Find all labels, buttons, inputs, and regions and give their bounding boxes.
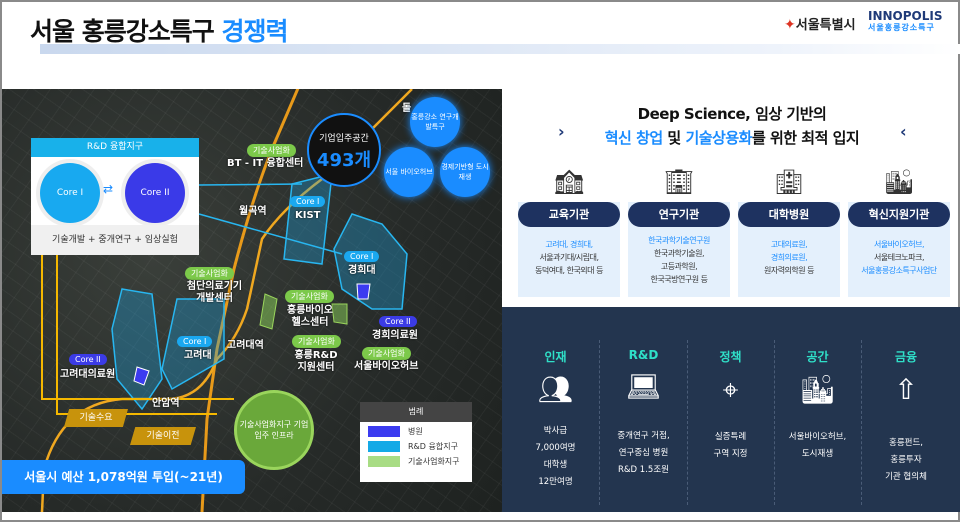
bio-hub-label: 서울바이오허브: [354, 361, 419, 372]
ku-hospital-zone: [111, 288, 163, 411]
card-hospital: 🏥︎ 대학병원 고대의료원,경희의료원,원자력의학원 등: [738, 168, 840, 297]
hospital-icon: 🏥︎: [773, 168, 805, 196]
headline: Deep Science, 임상 기반의 혁신 창업 및 기술상용화를 위한 최…: [604, 105, 860, 147]
wolgok-station-label: 월곡역: [239, 206, 267, 217]
commercialization-tag: 기술사업화: [247, 144, 296, 157]
bio-health-zone: [259, 293, 278, 330]
rd-zone-title: R&D 융합지구: [31, 138, 199, 157]
commercialization-zone-circle: 기술사업화지구 기업입주 인프라: [234, 390, 314, 470]
bio-hub-circle: 서울 바이오허브: [384, 147, 434, 197]
chevron-right-icon: ›: [558, 122, 565, 141]
core1-tag: Core I: [344, 251, 380, 262]
rd-zone-box: R&D 융합지구 Core I Core II ⇄ 기술개발 + 중개연구 + …: [31, 138, 199, 255]
commercialization-tag: 기술사업화: [285, 290, 334, 303]
core2-tag: Core II: [69, 354, 107, 365]
legend-item: 기술사업화지구: [368, 456, 464, 467]
bio-health-center-label: 홍릉바이오 헬스센터: [287, 305, 333, 328]
legend-title: 범례: [360, 402, 472, 422]
ku-hospital-marker: [133, 366, 150, 386]
map-panel: R&D 융합지구 Core I Core II ⇄ 기술개발 + 중개연구 + …: [2, 89, 502, 512]
pillar-space: 공간🏙︎서울바이오허브,도시재생: [774, 340, 862, 505]
budget-banner: 서울시 예산 1,078억원 투입(~21년): [2, 460, 245, 494]
kist-label: KIST: [295, 210, 321, 221]
medical-device-center-label: 첨단의료기기 개발센터: [186, 281, 243, 304]
ku-label: 고려대: [184, 350, 212, 361]
subway-line: [200, 89, 300, 512]
legend-item: R&D 융합지구: [368, 441, 464, 452]
commercialization-tag: 기술사업화: [292, 335, 341, 348]
coins-up-icon: ⇧: [894, 373, 918, 406]
core1-circle: Core I: [40, 163, 100, 223]
special-zone-circle: 홍릉강소 연구개발특구: [410, 97, 460, 147]
station-label: 돌: [402, 103, 412, 114]
khu-label: 경희대: [348, 265, 376, 276]
bt-it-center-label: BT - IT 융합센터: [227, 158, 304, 169]
core1-tag: Core I: [290, 196, 326, 207]
core1-tag: Core I: [177, 336, 213, 347]
map-overlays: [40, 89, 413, 512]
core2-tag: Core II: [379, 316, 417, 327]
card-education: 🏫︎ 교육기관 고려대, 경희대,서울과기대/시립대,동덕여대, 한국외대 등: [518, 168, 620, 297]
office-buildings-icon: 🏙︎: [883, 168, 915, 196]
research-building-icon: 🏢︎: [663, 168, 695, 196]
tech-demand-arrow: 기술수요: [64, 409, 128, 427]
khu-hospital-label: 경희의료원: [372, 330, 418, 341]
hongneung-rd-center-label: 홍릉R&D 지원센터: [294, 350, 338, 373]
bio-hub-zone: [331, 303, 348, 325]
card-title: 연구기관: [628, 202, 730, 227]
card-innovation-support: 🏙︎ 혁신지원기관 서울바이오허브,서울테크노파크,서울홍릉강소특구사업단: [848, 168, 950, 297]
commercialization-tag: 기술사업화: [362, 347, 411, 360]
card-title: 대학병원: [738, 202, 840, 227]
researcher-laptop-icon: 💻︎: [625, 370, 662, 403]
target-touch-icon: ⌖: [722, 373, 739, 406]
seoul-logo: ✦서울특별시: [784, 17, 856, 33]
anam-station-label: 안암역: [152, 398, 180, 409]
urban-regen-circle: 경제기반형 도시재생: [440, 147, 490, 197]
skyscraper-icon: 🏙︎: [799, 373, 836, 406]
title-underline: [40, 44, 960, 54]
core2-circle: Core II: [125, 163, 185, 223]
ku-hospital-label: 고려대의료원: [60, 369, 116, 380]
khu-hospital-marker: [356, 283, 371, 300]
legend-item: 병원: [368, 426, 464, 437]
page-title: 서울 홍릉강소특구 경쟁력: [30, 17, 288, 46]
ku-station-label: 고려대역: [227, 340, 264, 351]
people-icon: 👥︎: [537, 373, 574, 406]
pillars-panel: [502, 307, 960, 512]
exchange-arrows-icon: ⇄: [103, 182, 114, 196]
card-title: 혁신지원기관: [848, 202, 950, 227]
tech-transfer-arrow: 기술이전: [130, 427, 196, 445]
chevron-left-icon: ‹: [900, 122, 907, 141]
rd-zone-footer: 기술개발 + 중개연구 + 임상실험: [31, 225, 199, 255]
map-legend: 범례 병원 R&D 융합지구 기술사업화지구: [360, 402, 472, 482]
commercialization-tag: 기술사업화: [185, 267, 234, 280]
card-title: 교육기관: [518, 202, 620, 227]
school-icon: 🏫︎: [553, 168, 585, 196]
